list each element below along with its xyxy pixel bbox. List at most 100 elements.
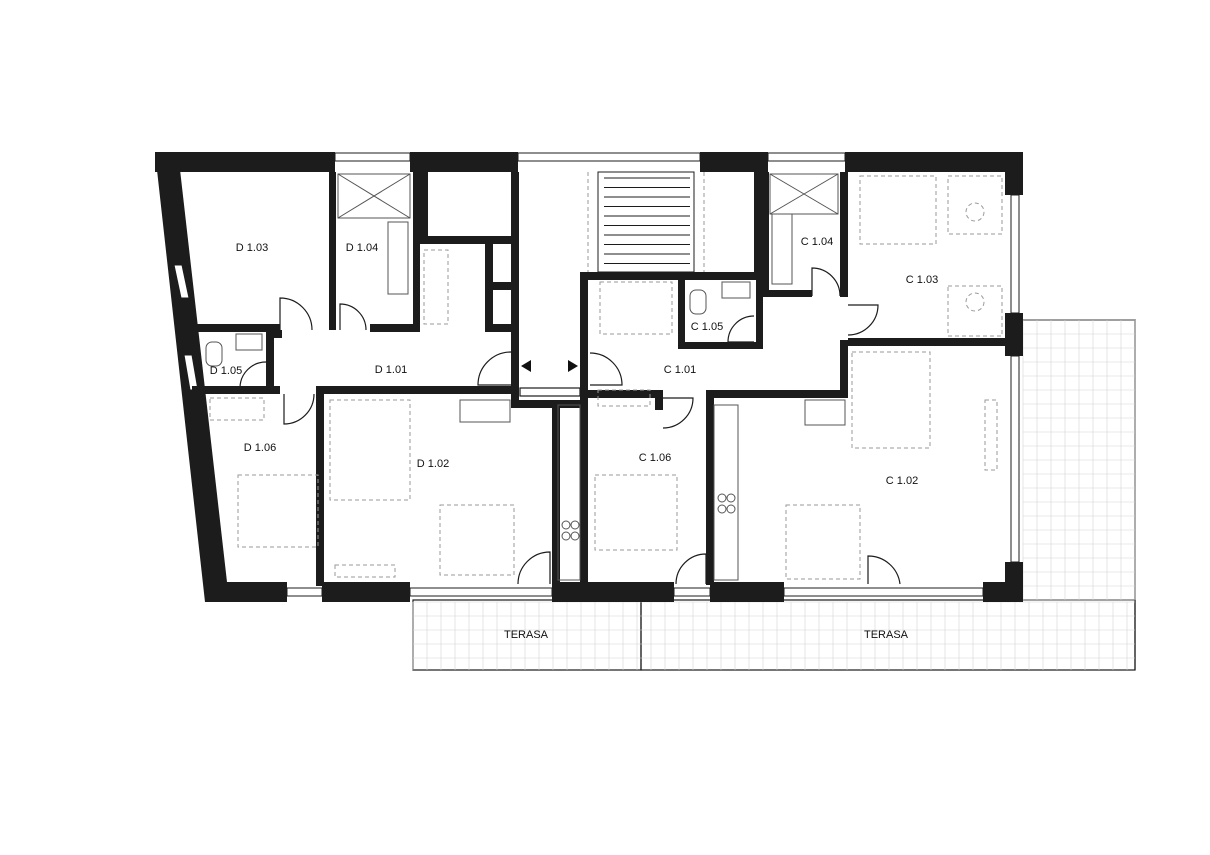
arrow-left-icon xyxy=(521,360,531,372)
door-c103 xyxy=(847,304,879,336)
terraces xyxy=(412,319,1136,671)
wall-south-d xyxy=(710,582,784,602)
window-s1 xyxy=(286,587,323,597)
wall-d101-north-edge xyxy=(274,330,282,338)
label-d104: D 1.04 xyxy=(346,242,378,254)
shower-c104 xyxy=(769,173,839,215)
window-n2 xyxy=(517,152,701,162)
bathtub-d104 xyxy=(387,221,409,295)
chair-c103-b xyxy=(965,292,985,312)
hob-c102-2 xyxy=(726,493,736,503)
door-d105 xyxy=(239,361,267,389)
label-d102: D 1.02 xyxy=(417,458,449,470)
sofa-d102 xyxy=(329,399,411,501)
wall-c105-west xyxy=(678,278,685,348)
wall-storage-box xyxy=(420,172,428,242)
bed-c106 xyxy=(594,474,678,551)
door-d103 xyxy=(279,297,313,331)
wall-c105-south xyxy=(678,342,763,349)
furniture xyxy=(209,175,1003,580)
wall-north-a xyxy=(155,152,335,172)
wall-south-a xyxy=(205,582,287,602)
wall-d105-east xyxy=(266,330,274,388)
window-s4 xyxy=(783,587,984,597)
wall-east-upper xyxy=(1005,152,1023,195)
door-d104 xyxy=(339,303,367,331)
storage-c101 xyxy=(597,389,651,407)
entrance-arrows xyxy=(519,360,581,397)
fixtures xyxy=(205,173,846,581)
kitchen-counter-c102 xyxy=(713,404,739,581)
wall-stair-south xyxy=(580,272,765,280)
door-d102-terrace xyxy=(517,551,551,585)
stair-treads xyxy=(604,177,690,264)
label-d105: D 1.05 xyxy=(210,365,242,377)
wall-c105-east xyxy=(756,278,763,348)
table-d102 xyxy=(439,504,515,576)
wardrobe-c101 xyxy=(599,281,673,335)
wall-d106-north xyxy=(192,386,280,394)
sideboard-d102 xyxy=(334,564,396,578)
interior-walls xyxy=(192,172,1005,586)
wall-d103-d104 xyxy=(329,172,336,330)
label-c101: C 1.01 xyxy=(664,364,696,376)
wall-storage-bottom xyxy=(420,236,518,244)
windows xyxy=(173,152,1020,597)
shower-c104-x2 xyxy=(769,173,839,215)
desk-c103 xyxy=(947,175,1003,235)
wall-d104-east xyxy=(413,172,420,332)
window-s3 xyxy=(673,587,711,597)
shelf-d101 xyxy=(423,249,449,325)
window-w1 xyxy=(173,264,190,299)
kitchen-counter-d102 xyxy=(557,404,581,581)
sink-c105 xyxy=(721,281,751,299)
wall-south-c xyxy=(552,582,674,602)
toilet-d105 xyxy=(205,341,223,367)
wall-shaft-d xyxy=(485,324,519,332)
door-entry-d xyxy=(477,351,512,386)
desk-c103-b xyxy=(947,285,1003,337)
hob-d102-3 xyxy=(561,531,571,541)
exterior-walls xyxy=(155,152,1023,602)
wall-north-c xyxy=(700,152,768,172)
window-e2 xyxy=(1010,355,1020,563)
label-d101: D 1.01 xyxy=(375,364,407,376)
wall-c101-east xyxy=(840,340,848,392)
label-c104: C 1.04 xyxy=(801,236,833,248)
wall-shaft-b xyxy=(511,172,519,407)
wall-d102-east xyxy=(552,400,560,585)
wall-c106-west xyxy=(580,275,588,585)
entrance-threshold xyxy=(519,387,581,397)
room-labels: D 1.03 D 1.04 D 1.05 D 1.01 D 1.06 D 1.0… xyxy=(210,236,938,641)
chair-c103-a xyxy=(965,202,985,222)
hob-d102-1 xyxy=(561,520,571,530)
door-d106 xyxy=(283,393,315,425)
wall-south-b xyxy=(322,582,410,602)
label-terrace-right: TERASA xyxy=(864,629,909,641)
arrow-right-icon xyxy=(568,360,578,372)
hob-c102-4 xyxy=(726,504,736,514)
shower-d104-x2 xyxy=(337,173,411,219)
hob-c102-1 xyxy=(717,493,727,503)
stair-outline xyxy=(597,171,695,273)
hob-c102-3 xyxy=(717,504,727,514)
label-c105: C 1.05 xyxy=(691,321,723,333)
wall-south-e xyxy=(983,582,1023,602)
door-c102-terrace xyxy=(867,555,901,585)
wall-d106-d102 xyxy=(316,386,324,586)
window-n3 xyxy=(767,152,846,162)
door-c106-terrace xyxy=(675,553,707,585)
label-terrace-left: TERASA xyxy=(504,629,549,641)
toilet-c105 xyxy=(689,289,707,315)
wardrobe-c102 xyxy=(804,399,846,426)
hob-d102-4 xyxy=(570,531,580,541)
label-c103: C 1.03 xyxy=(906,274,938,286)
bed-d106 xyxy=(237,474,319,548)
sofa-c102 xyxy=(851,351,931,449)
terrace-east-outline xyxy=(1021,319,1136,670)
label-d103: D 1.03 xyxy=(236,242,268,254)
wall-d103-south xyxy=(192,324,280,332)
wall-c106-notch xyxy=(655,390,663,410)
wall-c106-c102 xyxy=(706,390,714,585)
